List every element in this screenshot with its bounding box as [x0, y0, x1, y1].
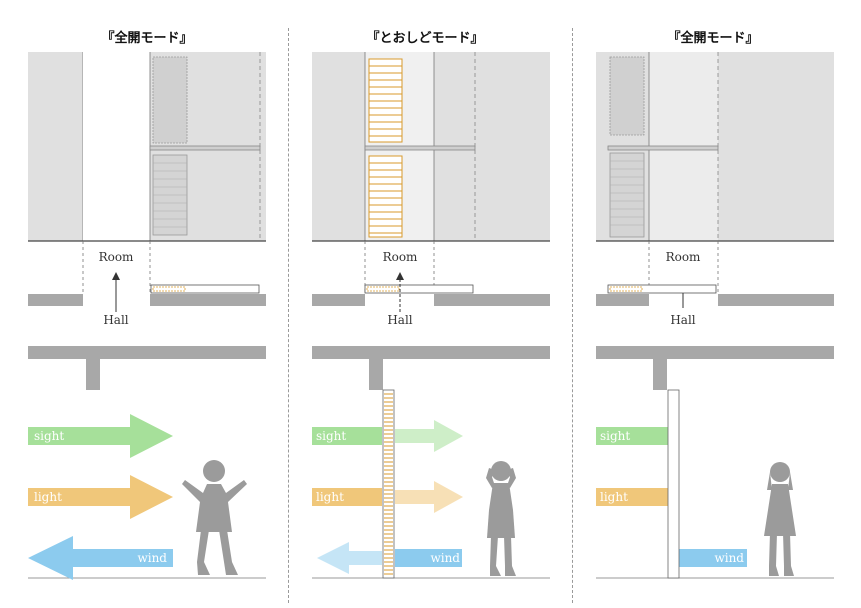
plan-wall-left [596, 294, 649, 306]
door-head [369, 359, 383, 390]
ceiling [596, 346, 834, 359]
panel-title: 『とおしどモード』 [366, 30, 483, 46]
room-label: Room [383, 250, 418, 264]
light-arrow: light [596, 488, 668, 506]
panel-title: 『全開モード』 [101, 30, 192, 46]
child-figure [764, 462, 796, 576]
louver-door-section [382, 389, 395, 579]
plan-door-track [607, 284, 717, 294]
plan-view: Room Hall [596, 241, 834, 327]
elevation-view [596, 52, 834, 242]
louver-panel-lower [368, 155, 403, 238]
child-figure [182, 460, 247, 575]
plan-wall-right [718, 294, 834, 306]
wind-label: wind [430, 551, 460, 565]
sight-arrow: sight [28, 414, 173, 458]
plan-view: Room Hall [28, 241, 266, 327]
child-figure [486, 461, 516, 576]
room-label: Room [666, 250, 701, 264]
plan-view: Room Hall [312, 241, 550, 327]
panel-slats [610, 160, 644, 226]
panel-divider [288, 28, 289, 603]
light-label: light [316, 490, 344, 504]
panel-closed-mode: 『全開モード』 Room [573, 0, 857, 608]
plan-wall-left [312, 294, 365, 306]
rail [149, 145, 261, 151]
wall-left [28, 52, 83, 241]
hall-label: Hall [103, 313, 128, 327]
panel-louver-mode: 『とおしどモード』 [289, 0, 573, 608]
sight-label: sight [34, 429, 64, 443]
sight-arrow: sight [596, 427, 668, 445]
plan-door-track [364, 284, 474, 294]
panel-divider [572, 28, 573, 603]
section-view: sight light wind [312, 346, 550, 579]
sight-label: sight [316, 429, 346, 443]
wind-label: wind [714, 551, 744, 565]
sight-label: sight [600, 429, 630, 443]
panel-open-mode: 『全開モード』 [0, 0, 284, 608]
sight-arrow: sight [312, 420, 463, 452]
rail [364, 145, 476, 151]
elevation-view [28, 52, 266, 242]
door-opening [83, 52, 150, 241]
plan-wall-right [150, 294, 266, 306]
section-view: sight light wind [596, 346, 834, 579]
louver-slats [369, 65, 402, 234]
panel-slats [153, 162, 187, 228]
wind-arrow: wind [28, 536, 173, 580]
stored-panel-upper [609, 56, 645, 136]
stored-panel-upper [152, 56, 188, 144]
panel-title: 『全開モード』 [667, 30, 758, 46]
wind-label: wind [137, 551, 167, 565]
closed-door-section [667, 389, 680, 579]
elevation-view [312, 52, 550, 242]
section-view: sight light wind [28, 346, 266, 580]
light-arrow: light [312, 481, 463, 513]
wind-arrow: wind [679, 549, 747, 567]
light-label: light [600, 490, 628, 504]
rail [607, 145, 719, 151]
stored-panel-lower [609, 152, 645, 238]
plan-wall-left [28, 294, 83, 306]
ceiling [28, 346, 266, 359]
light-arrow: light [28, 475, 173, 519]
light-label: light [34, 490, 62, 504]
room-label: Room [99, 250, 134, 264]
wind-arrow: wind [317, 542, 462, 574]
ceiling [312, 346, 550, 359]
door-head [653, 359, 667, 390]
plan-door-track [150, 284, 260, 294]
door-head [86, 359, 100, 390]
hall-label: Hall [670, 313, 695, 327]
hall-label: Hall [387, 313, 412, 327]
plan-wall-right [434, 294, 550, 306]
